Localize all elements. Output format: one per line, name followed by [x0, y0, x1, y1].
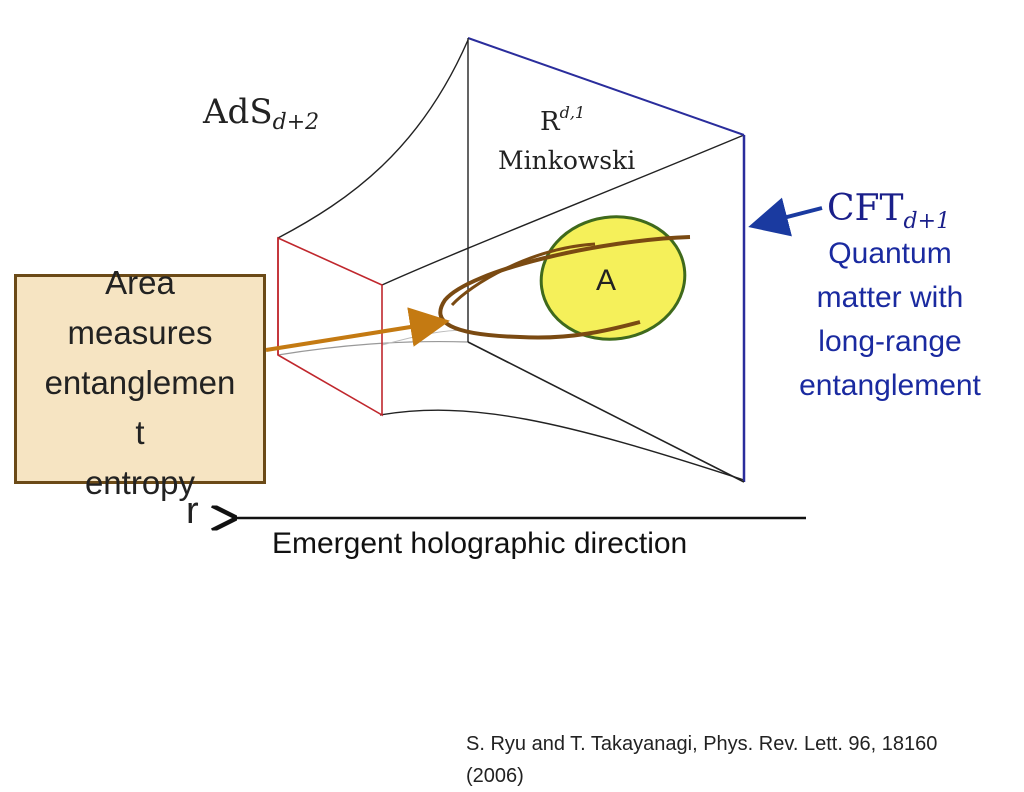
cft-pointer-arrow [748, 197, 823, 237]
quantum-matter-text: Quantum matter with long-range entanglem… [799, 237, 981, 402]
bulk-lower-curve [379, 409, 745, 481]
bulk-upper-mid-curve [381, 134, 745, 286]
rd1-label: Rd,1 [540, 103, 586, 137]
minkowski-label: Minkowski [498, 146, 636, 175]
bulk-top-curve [277, 39, 469, 239]
minimal-surface-inner [450, 242, 596, 307]
area-box-text: Area measures entanglemen t entropy [44, 264, 236, 501]
boundary-bottom-edge [467, 341, 745, 483]
boundary-top-edge [467, 37, 745, 136]
area-pointer-arrow [265, 307, 450, 352]
area-box [14, 274, 266, 484]
emergent-direction-label: Emergent holographic direction [272, 527, 688, 560]
ads-cft-diagram [0, 37, 823, 768]
citation: S. Ryu and T. Takayanagi, Phys. Rev. Let… [466, 733, 938, 787]
cft-label: CFTd+1 [827, 188, 951, 234]
cutoff-square [277, 236, 383, 417]
region-a-label: A [596, 264, 617, 297]
r-axis-label: r [186, 490, 199, 532]
ads-label: AdSd+2 [203, 92, 320, 135]
